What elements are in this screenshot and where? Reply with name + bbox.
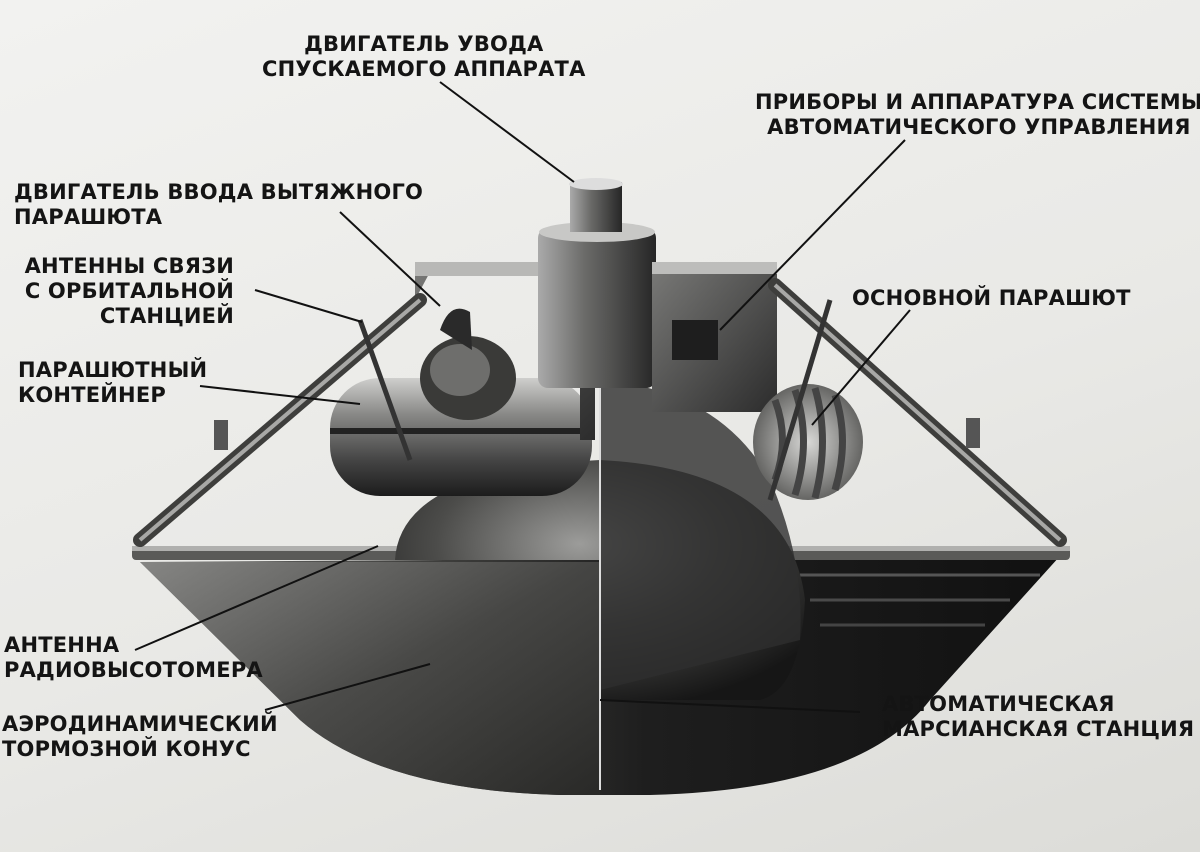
label-line: АВТОМАТИЧЕСКАЯ: [882, 692, 1115, 716]
label-line: АВТОМАТИЧЕСКОГО УПРАВЛЕНИЯ: [767, 115, 1191, 139]
label-line: СТАНЦИЕЙ: [99, 304, 234, 328]
label-line: КОНТЕЙНЕР: [18, 383, 166, 407]
parachute-container-shape: [330, 378, 592, 496]
label-line: АЭРОДИНАМИЧЕСКИЙ: [2, 712, 278, 736]
label-line: ТОРМОЗНОЙ КОНУС: [2, 737, 251, 761]
label-main-parachute: ОСНОВНОЙ ПАРАШЮТ: [852, 286, 1131, 311]
label-line: ОСНОВНОЙ ПАРАШЮТ: [852, 286, 1131, 310]
label-line: ПРИБОРЫ И АППАРАТУРА СИСТЕМЫ: [755, 90, 1200, 114]
label-altimeter-antenna: АНТЕННА РАДИОВЫСОТОМЕРА: [4, 633, 263, 683]
label-line: ПАРАШЮТНЫЙ: [18, 358, 208, 382]
label-line: ДВИГАТЕЛЬ УВОДА: [304, 32, 544, 56]
label-line: АНТЕННЫ СВЯЗИ: [24, 254, 234, 278]
leader-lines: [134, 81, 911, 713]
label-line: АНТЕННА: [4, 633, 120, 657]
main-parachute-shape: [753, 384, 863, 500]
label-parachute-container: ПАРАШЮТНЫЙ КОНТЕЙНЕР: [18, 358, 207, 408]
label-line: СПУСКАЕМОГО АППАРАТА: [262, 57, 586, 81]
label-line: С ОРБИТАЛЬНОЙ: [24, 279, 234, 303]
label-mars-station: АВТОМАТИЧЕСКАЯ МАРСИАНСКАЯ СТАНЦИЯ: [882, 692, 1194, 742]
label-line: ПАРАШЮТА: [14, 205, 163, 229]
label-control-system: ПРИБОРЫ И АППАРАТУРА СИСТЕМЫ АВТОМАТИЧЕС…: [755, 90, 1200, 140]
label-line: МАРСИАНСКАЯ СТАНЦИЯ: [882, 717, 1195, 741]
label-pilot-chute-engine: ДВИГАТЕЛЬ ВВОДА ВЫТЯЖНОГО ПАРАШЮТА: [14, 180, 423, 230]
deorbit-engine-shape: [538, 228, 656, 388]
label-line: РАДИОВЫСОТОМЕРА: [4, 658, 263, 682]
label-line: ДВИГАТЕЛЬ ВВОДА ВЫТЯЖНОГО: [14, 180, 424, 204]
label-aero-cone: АЭРОДИНАМИЧЕСКИЙ ТОРМОЗНОЙ КОНУС: [2, 712, 278, 762]
label-deorbit-engine: ДВИГАТЕЛЬ УВОДА СПУСКАЕМОГО АППАРАТА: [262, 32, 586, 82]
label-comm-antennas: АНТЕННЫ СВЯЗИ С ОРБИТАЛЬНОЙ СТАНЦИЕЙ: [20, 254, 234, 329]
